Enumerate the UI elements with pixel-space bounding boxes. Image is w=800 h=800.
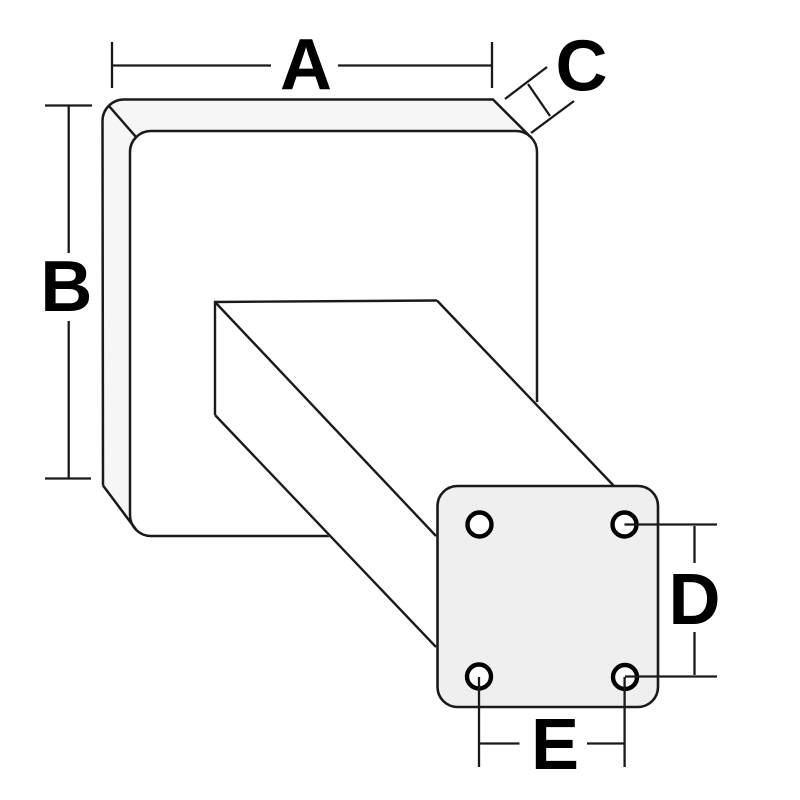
svg-text:C: C — [556, 27, 608, 107]
svg-text:B: B — [40, 247, 92, 327]
svg-text:D: D — [669, 560, 721, 640]
svg-text:E: E — [531, 705, 579, 785]
svg-text:A: A — [280, 25, 332, 105]
